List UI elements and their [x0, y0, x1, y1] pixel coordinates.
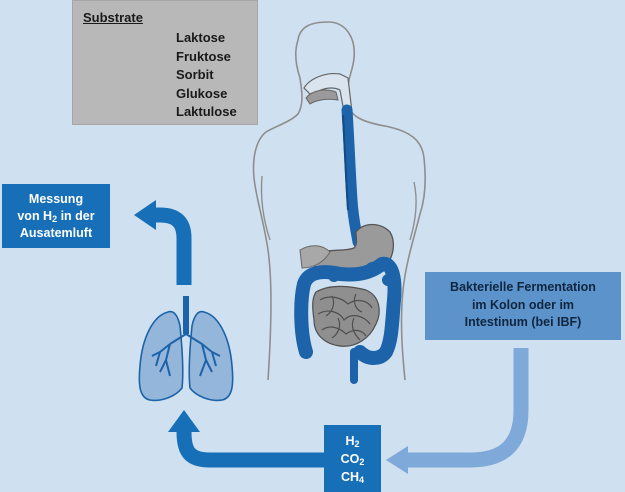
bronchi — [151, 333, 221, 377]
substrate-list: Laktose Fruktose Sorbit Glukose Laktulos… — [176, 29, 237, 122]
gas-formula: CO2 — [324, 450, 381, 468]
substrate-item: Sorbit — [176, 67, 214, 82]
substrate-title: Substrate — [83, 10, 143, 25]
body-outline-left — [252, 39, 303, 381]
arrow-lungs-to-measurement — [150, 207, 192, 285]
measurement-line-3: Ausatemluft — [19, 226, 93, 240]
measurement-box: Messung von H2 in der Ausatemluft — [2, 184, 110, 248]
measurement-text: von H — [17, 209, 53, 223]
gas-formula-base: CO — [340, 452, 360, 466]
arrow-fermentation-to-gases — [400, 348, 529, 468]
tongue — [305, 89, 339, 105]
substrate-item: Fruktose — [176, 48, 231, 64]
measurement-subscript: 2 — [52, 214, 58, 224]
gas-formula-subscript: 2 — [354, 439, 360, 449]
arrowhead-lungs-to-measurement — [134, 200, 156, 230]
body-outline — [297, 21, 426, 381]
gas-box: H2 CO2 CH4 — [324, 425, 381, 492]
colon — [294, 256, 402, 365]
measurement-line-2: von H2 in der — [2, 208, 110, 225]
gas-formula: H2 — [324, 432, 381, 450]
gas-formula: CH4 — [324, 468, 381, 486]
substrate-item: Glukose — [176, 85, 228, 101]
substrate-box: Substrate Laktose Fruktose Sorbit Glukos… — [72, 0, 258, 125]
substrate-item: Laktulose — [176, 104, 237, 119]
small-intestine — [312, 285, 380, 347]
fermentation-line-3: Intestinum (bei IBF) — [464, 315, 582, 329]
fermentation-box: Bakterielle Fermentation im Kolon oder i… — [425, 272, 621, 340]
arrow-gases-to-lungs — [176, 428, 324, 468]
arrowhead-gases-to-lungs — [168, 410, 200, 432]
measurement-line-1: Messung — [28, 192, 84, 206]
esophagus — [341, 104, 364, 248]
lungs — [138, 296, 234, 402]
arm-line-right — [409, 181, 417, 241]
colon-haustra — [295, 262, 400, 362]
gas-formula-subscript: 4 — [359, 475, 365, 485]
lung-right — [188, 310, 234, 402]
substrate-item: Laktose — [176, 30, 226, 45]
lung-left — [138, 310, 184, 402]
measurement-text: in der — [57, 209, 95, 223]
gas-formula-base: H — [345, 434, 355, 448]
fermentation-line-1: Bakterielle Fermentation — [450, 280, 596, 294]
fermentation-line-2: im Kolon oder im — [471, 297, 575, 312]
liver — [299, 245, 331, 269]
gas-formula-base: CH — [340, 470, 360, 484]
arm-line-left — [260, 175, 271, 241]
arrowhead-fermentation-to-gases — [386, 446, 408, 474]
esophagus-shadow — [342, 114, 349, 211]
gas-formula-subscript: 2 — [359, 457, 365, 467]
